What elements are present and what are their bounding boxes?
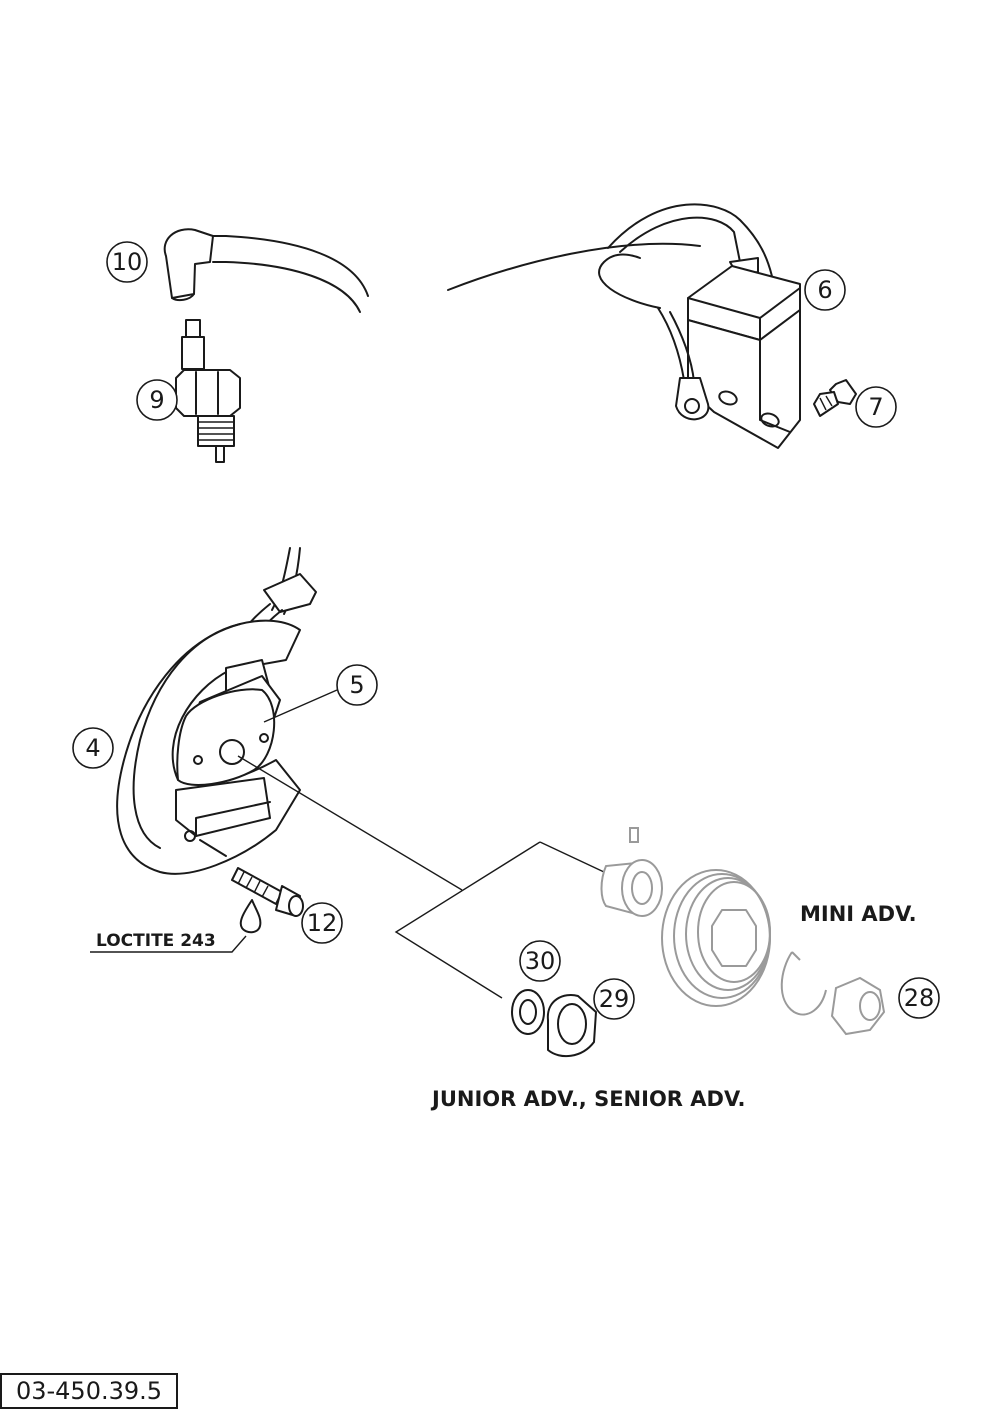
callout-12: 12 [301,902,343,944]
callout-5-number: 5 [349,671,364,699]
callout-9-number: 9 [149,386,164,414]
callout-5: 5 [336,664,378,706]
callout-30-number: 30 [525,947,556,975]
mini-adv-label: MINI ADV. [800,902,917,926]
callout-30: 30 [519,940,561,982]
callout-29: 29 [593,978,635,1020]
callout-9: 9 [136,379,178,421]
junior-senior-parts [511,989,597,1058]
callout-28: 28 [898,977,940,1019]
callout-12-number: 12 [307,909,338,937]
ignition-lead-mid [447,242,701,291]
spark-plug [175,319,241,463]
mini-adv-parts [600,827,886,1036]
stator-assembly [116,547,317,875]
callout-7-number: 7 [868,393,883,421]
callout-10: 10 [106,241,148,283]
callout-29-number: 29 [599,985,630,1013]
callout-6-number: 6 [817,276,832,304]
callout-6: 6 [804,269,846,311]
callout-4: 4 [72,727,114,769]
ignition-coil [598,203,801,449]
callout-7: 7 [855,386,897,428]
junior-senior-adv-label: JUNIOR ADV., SENIOR ADV. [430,1087,745,1111]
loctite-drop-icon [239,899,262,934]
callout-4-number: 4 [85,734,100,762]
spark-plug-cap [163,228,369,313]
explode-lines [237,755,605,999]
stator-bolt [231,867,304,917]
coil-mounting-screw [813,379,857,417]
drawing-reference-number: 03-450.39.5 [0,1373,178,1409]
loctite-label: LOCTITE 243 [96,931,216,951]
callout-28-number: 28 [904,984,935,1012]
callout-10-number: 10 [112,248,143,276]
